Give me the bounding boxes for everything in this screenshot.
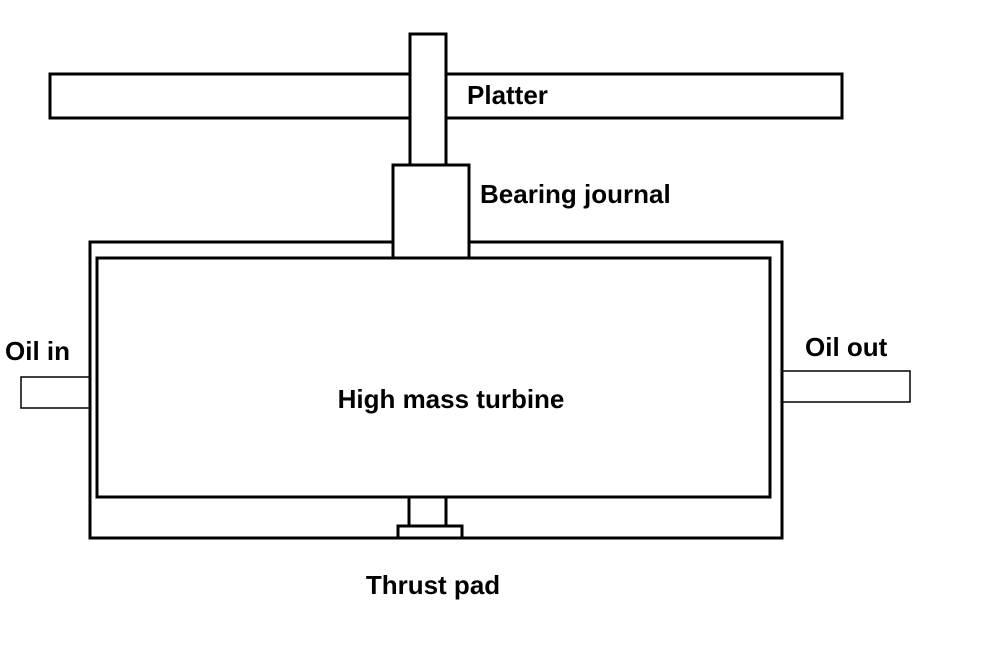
bearing-journal-label: Bearing journal	[480, 179, 671, 209]
turbine-block	[95, 256, 772, 499]
bearing-journal	[391, 163, 471, 260]
oil-outlet-pipe	[781, 370, 911, 403]
platter-label: Platter	[467, 80, 548, 110]
thrust-pad	[396, 524, 464, 540]
lower-shaft	[407, 495, 448, 528]
spindle-shaft	[408, 32, 448, 167]
turbine-label: High mass turbine	[338, 384, 565, 414]
thrust-pad-label: Thrust pad	[366, 570, 500, 600]
oil-inlet-pipe	[20, 376, 91, 409]
oil-in-label: Oil in	[5, 336, 70, 366]
oil-out-label: Oil out	[805, 332, 888, 362]
